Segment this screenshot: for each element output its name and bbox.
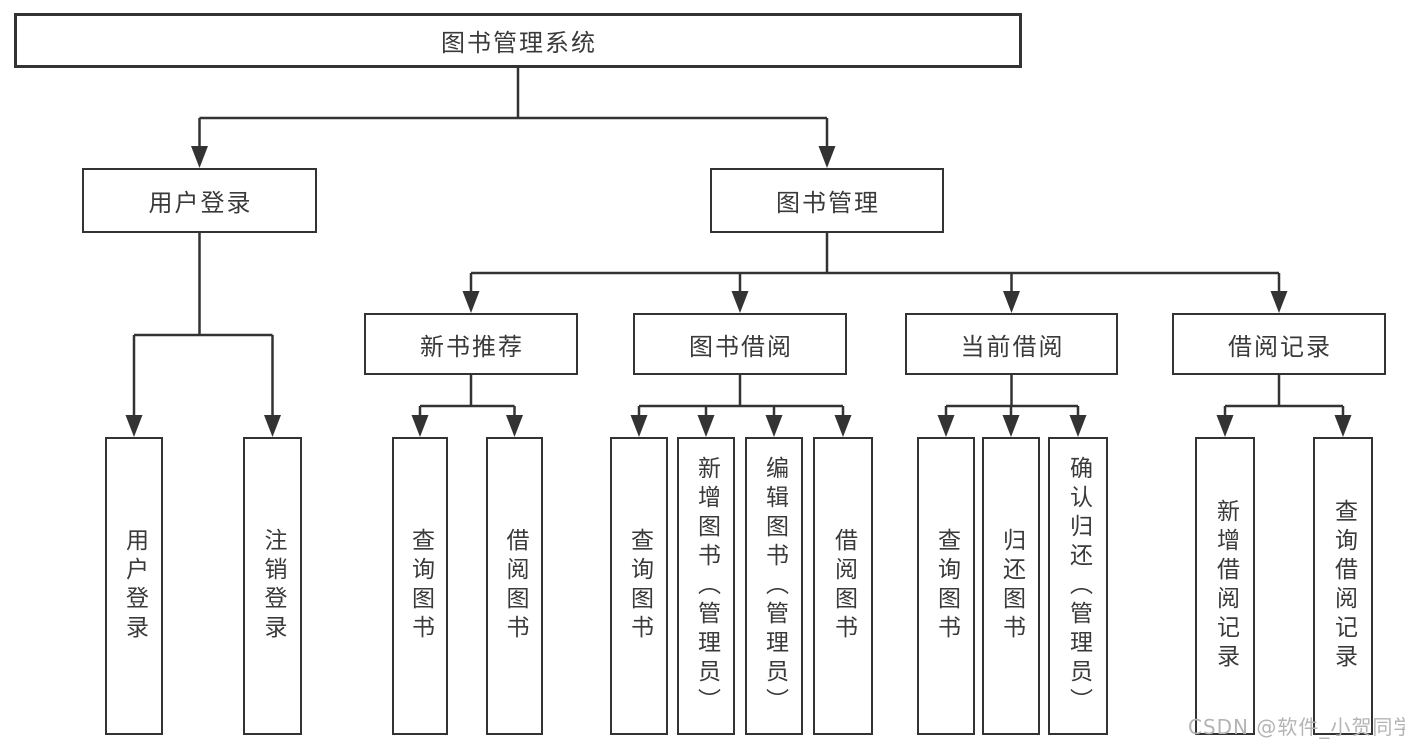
node-label: 查询图书 <box>626 528 653 644</box>
node-new-book-recommend: 新书推荐 <box>364 313 578 375</box>
node-label: 当前借阅 <box>960 332 1065 361</box>
tree-edges <box>132 68 1345 421</box>
node-label: 确认归还（管理员） <box>1065 455 1092 717</box>
leaf-records-query-borrow-record: 查询借阅记录 <box>1313 437 1373 735</box>
node-label: 图书管理系统 <box>441 29 597 57</box>
node-label: 注销登录 <box>260 528 286 644</box>
leaf-user-login: 用户登录 <box>105 437 163 735</box>
leaf-currentborrow-return-book: 归还图书 <box>982 437 1040 735</box>
leaf-bookborrow-borrow-book: 借阅图书 <box>813 437 873 735</box>
node-label: 查询图书 <box>933 528 960 644</box>
node-user-login: 用户登录 <box>82 168 317 233</box>
node-label: 编辑图书（管理员） <box>761 455 788 717</box>
node-label: 图书借阅 <box>689 332 793 361</box>
node-label: 借阅记录 <box>1228 332 1332 361</box>
node-label: 图书管理 <box>776 189 880 217</box>
leaf-records-add-borrow-record: 新增借阅记录 <box>1195 437 1255 735</box>
node-borrow-records: 借阅记录 <box>1172 313 1386 375</box>
leaf-newbook-borrow-book: 借阅图书 <box>486 437 543 735</box>
leaf-bookborrow-query-book: 查询图书 <box>610 437 668 735</box>
node-label: 借阅图书 <box>830 528 857 644</box>
node-label: 新增借阅记录 <box>1212 499 1239 673</box>
node-current-borrow: 当前借阅 <box>905 313 1118 375</box>
leaf-currentborrow-query-book: 查询图书 <box>917 437 975 735</box>
node-label: 借阅图书 <box>502 528 528 644</box>
node-label: 归还图书 <box>998 528 1025 644</box>
arrowheads <box>125 146 1352 437</box>
leaf-newbook-query-book: 查询图书 <box>392 437 448 735</box>
node-label: 用户登录 <box>148 189 253 217</box>
leaf-bookborrow-add-book-admin: 新增图书（管理员） <box>677 437 735 735</box>
node-label: 查询图书 <box>407 528 434 644</box>
node-label: 新书推荐 <box>420 332 524 361</box>
node-book-borrow: 图书借阅 <box>633 313 847 375</box>
node-label: 用户登录 <box>121 528 148 644</box>
node-book-management: 图书管理 <box>710 168 944 233</box>
csdn-watermark: CSDN @软件_小贺同学 <box>1188 715 1405 739</box>
node-label: 新增图书（管理员） <box>693 455 720 717</box>
leaf-currentborrow-confirm-return-admin: 确认归还（管理员） <box>1048 437 1108 735</box>
leaf-bookborrow-edit-book-admin: 编辑图书（管理员） <box>745 437 803 735</box>
node-library-system: 图书管理系统 <box>14 13 1022 68</box>
node-label: 查询借阅记录 <box>1330 499 1357 673</box>
leaf-logout: 注销登录 <box>243 437 302 735</box>
